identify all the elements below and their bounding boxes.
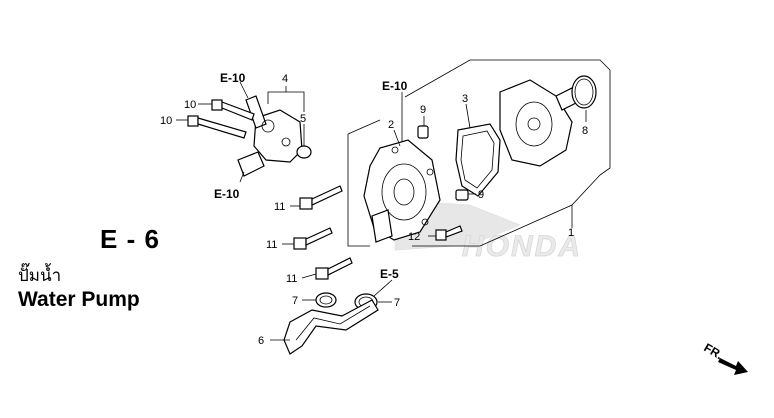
part-5-o-ring [296, 145, 312, 159]
front-direction-marker: FR. [702, 340, 748, 375]
bolt-shank [305, 227, 333, 246]
callout-10-upper: 10 [184, 99, 196, 111]
page-title-english: Water Pump [18, 288, 140, 311]
bolt-shank [197, 117, 247, 139]
callout-6: 6 [258, 335, 264, 347]
part-6-water-hose-centerline [295, 305, 371, 341]
water-joint-lower-pipe [237, 151, 265, 177]
bolt-shank [445, 225, 463, 238]
leader-4-right [286, 91, 305, 112]
bolt-head [187, 115, 199, 127]
leader-11-lower [301, 273, 317, 279]
callout-7-right: 7 [394, 297, 400, 309]
bolt-head [293, 237, 307, 250]
part-10-bolt-lower [187, 115, 247, 139]
part-11-bolt-lower [315, 257, 353, 280]
callout-12: 12 [408, 231, 420, 243]
part-11-bolt-middle [293, 227, 333, 250]
part-12-bolt [435, 225, 463, 241]
callout-3: 3 [462, 93, 468, 105]
bolt-shank [221, 101, 255, 121]
part-11-bolt-top [299, 185, 343, 210]
part-2-pump-body [363, 139, 441, 243]
frame-top-left [347, 119, 381, 135]
callout-2: 2 [388, 119, 394, 131]
water-joint-hole-small [281, 137, 291, 147]
callout-9-upper: 9 [420, 104, 426, 116]
frame-bottom-right [412, 174, 601, 247]
frame-top-right [404, 59, 611, 176]
pump-cover-hub [527, 117, 541, 131]
pump-body-bolt-hole [426, 168, 434, 176]
bolt-head [435, 229, 447, 241]
pump-body-bolt-hole [421, 218, 429, 226]
page-code: E - 6 [100, 224, 160, 254]
part-8-o-ring [571, 75, 597, 109]
callout-4: 4 [282, 73, 288, 85]
callout-8: 8 [582, 125, 588, 137]
front-arrow-icon [718, 358, 748, 375]
ref-e10-top-left: E-10 [220, 71, 246, 85]
part-9-dowel-pin-lower [455, 189, 469, 201]
ref-e10-center: E-10 [382, 79, 408, 93]
callout-10-lower: 10 [160, 115, 172, 127]
callout-11-top: 11 [274, 201, 285, 213]
part-8-o-ring-inner [574, 78, 594, 106]
frame-left-edge [347, 134, 370, 247]
part-4-water-joint [237, 95, 303, 177]
callout-1: 1 [568, 227, 574, 239]
callout-11-lower: 11 [286, 273, 297, 285]
pump-body-outlet [371, 209, 393, 243]
bolt-head [299, 197, 313, 210]
clamp-band-inner [319, 295, 333, 305]
bolt-shank [311, 185, 343, 206]
water-joint-hole [261, 119, 275, 133]
pump-body-bolt-hole [391, 146, 399, 154]
honda-watermark-text: HONDA [462, 230, 582, 263]
pump-body-impeller-chamber [381, 163, 427, 221]
pump-cover-impeller [515, 101, 553, 147]
bolt-head [315, 267, 329, 280]
part-10-bolt-upper [211, 99, 255, 121]
page-title-thai: ปั๊มน้ำ [18, 266, 62, 286]
bolt-head [211, 99, 223, 111]
pump-cover-body [499, 79, 573, 167]
leader-ref-e10-top [239, 81, 249, 99]
leader-3 [465, 103, 471, 129]
leader-ref-e5 [373, 279, 393, 297]
leader-4-left [267, 86, 287, 104]
assembly-frame [347, 59, 611, 247]
ref-e5: E-5 [380, 267, 399, 281]
ref-e10-bottom-left: E-10 [214, 187, 240, 201]
part-9-dowel-pin-upper [417, 125, 429, 139]
part-7-clamp-left [315, 292, 337, 308]
part-3-gasket-inner [460, 130, 495, 189]
pump-body-shaft-seat [393, 178, 415, 206]
bolt-shank [327, 257, 353, 276]
part-3-gasket [455, 123, 501, 197]
callout-9-lower: 9 [478, 189, 484, 201]
callout-7-left: 7 [292, 295, 298, 307]
leader-2 [393, 129, 401, 147]
callout-11-middle: 11 [266, 239, 277, 251]
callout-5: 5 [300, 113, 306, 125]
leader-ref-e10-bottom [239, 171, 245, 183]
part-1-water-pump-assy [499, 79, 579, 167]
part-6-water-hose [283, 299, 379, 355]
leader-lines [176, 81, 587, 341]
clamp-band [315, 292, 337, 308]
